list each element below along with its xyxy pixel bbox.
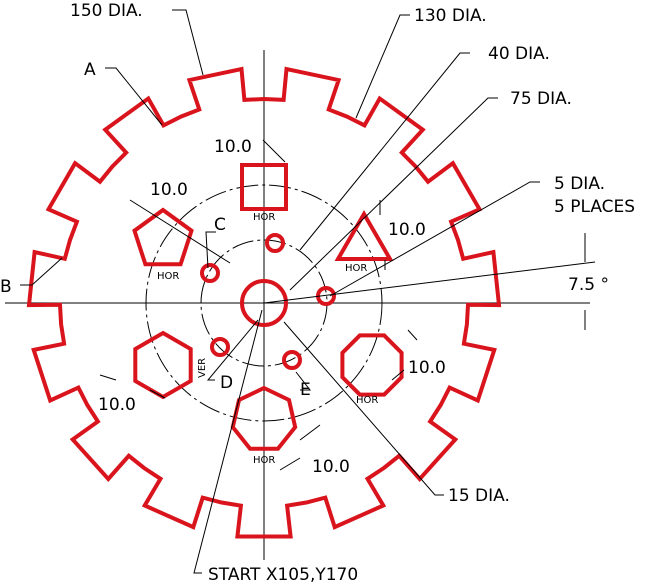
hor-triangle: HOR xyxy=(345,263,367,274)
small-hole xyxy=(200,263,220,283)
hor-pentagon: HOR xyxy=(157,271,179,282)
label-a: A xyxy=(84,60,96,80)
gear-outline xyxy=(26,66,502,539)
dim-pentagon: 10.0 xyxy=(150,180,188,200)
octagon-shape xyxy=(340,333,404,397)
pentagon-shape xyxy=(132,207,194,267)
bolt-circle-130 xyxy=(145,184,383,422)
label-d: D xyxy=(220,373,233,393)
ver-hexagon: VER xyxy=(197,358,208,378)
square-shape xyxy=(240,163,288,211)
dim-hexagon: 10.0 xyxy=(98,395,136,415)
label-e: E xyxy=(300,380,311,400)
label-75-dia: 75 DIA. xyxy=(510,89,572,109)
small-hole xyxy=(265,233,285,253)
small-hole xyxy=(282,350,302,370)
label-start: START X105,Y170 xyxy=(208,565,358,582)
hor-octagon: HOR xyxy=(356,395,378,406)
triangle-shape xyxy=(334,210,394,261)
small-hole xyxy=(210,337,230,357)
dim-triangle: 10.0 xyxy=(388,220,426,240)
small-holes xyxy=(200,233,336,370)
label-40-dia: 40 DIA. xyxy=(488,44,550,64)
center-hole xyxy=(240,279,288,327)
dim-octagon: 10.0 xyxy=(408,358,446,378)
label-angle: 7.5 ° xyxy=(568,275,609,295)
label-150-dia: 150 DIA. xyxy=(70,1,143,21)
label-c: C xyxy=(214,215,226,235)
label-5-dia: 5 DIA. xyxy=(554,174,605,194)
label-5-places: 5 PLACES xyxy=(554,197,635,217)
label-15-dia: 15 DIA. xyxy=(448,486,510,506)
hor-heptagon: HOR xyxy=(253,455,275,466)
hexagon-shape xyxy=(133,330,193,400)
leader-lines xyxy=(20,9,596,574)
dim-heptagon: 10.0 xyxy=(312,457,350,477)
hor-square: HOR xyxy=(253,212,275,223)
label-b: B xyxy=(0,277,12,297)
label-130-dia: 130 DIA. xyxy=(414,6,487,26)
dim-square: 10.0 xyxy=(214,137,252,157)
